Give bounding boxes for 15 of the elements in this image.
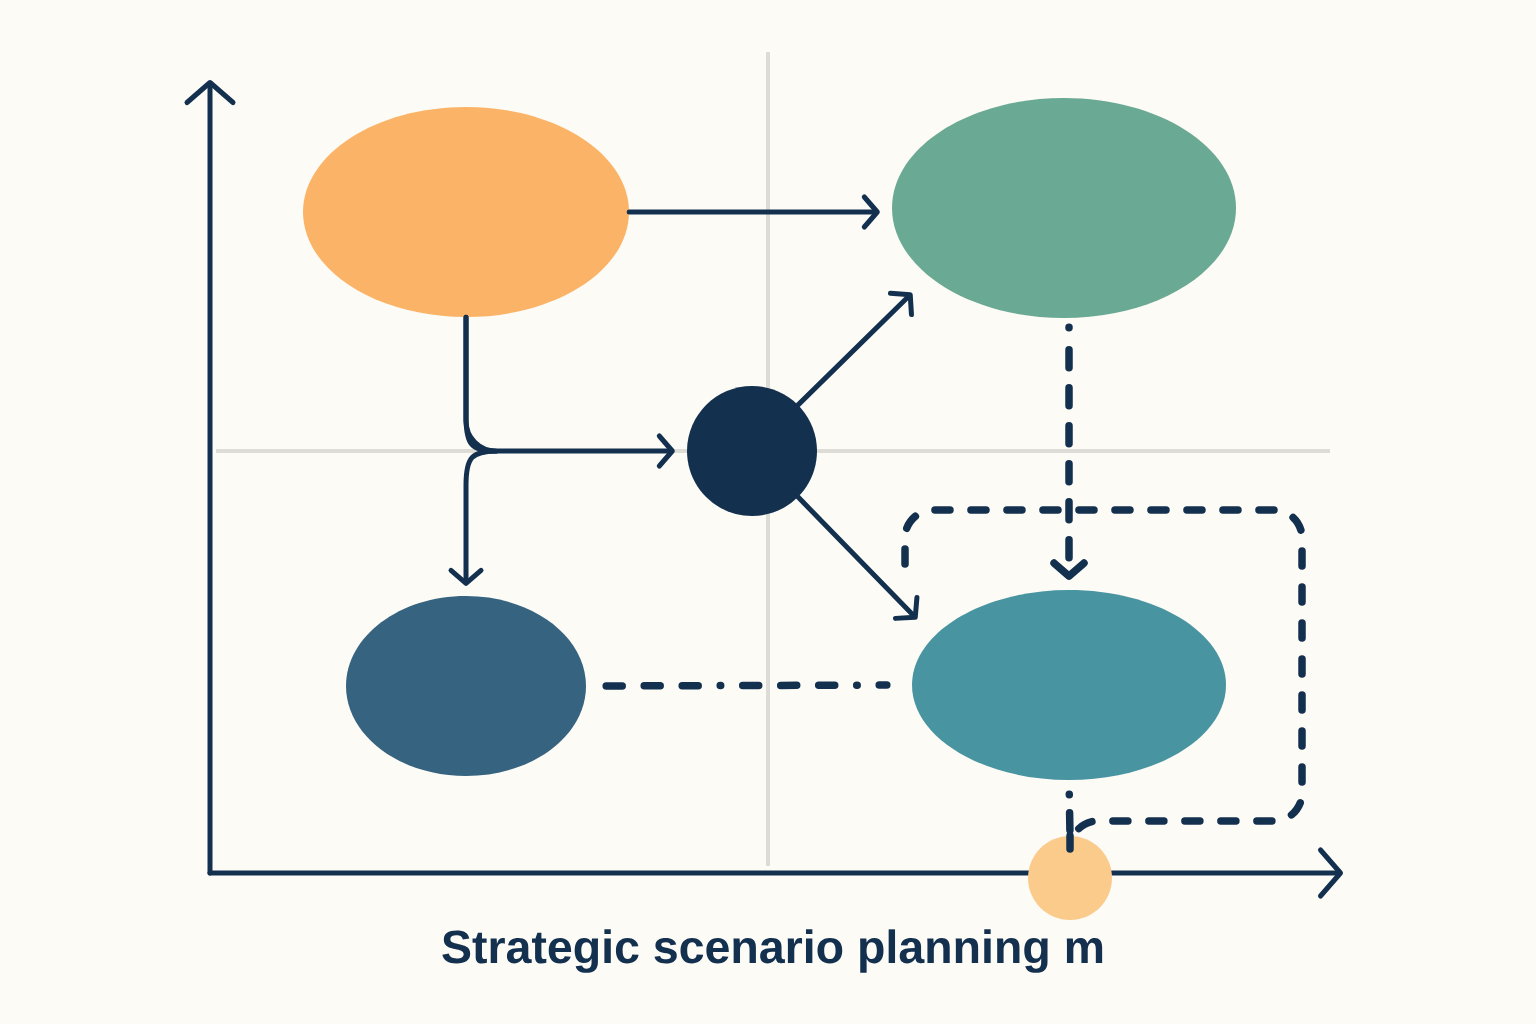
dashed-line: [901, 506, 1306, 853]
ellipse: [892, 98, 1236, 318]
ellipse: [303, 107, 629, 317]
circle: [687, 386, 817, 516]
arrow: [448, 314, 499, 586]
arrow: [795, 494, 920, 621]
arrow: [795, 290, 914, 408]
ellipse: [346, 596, 586, 776]
dashed-line: [1065, 790, 1074, 835]
ellipse: [912, 590, 1226, 780]
arrow: [626, 194, 880, 230]
caption: Strategic scenario planning m: [442, 929, 1103, 973]
circle: [1028, 836, 1112, 920]
dashed-line: [602, 681, 891, 690]
arrow: [1050, 323, 1088, 580]
